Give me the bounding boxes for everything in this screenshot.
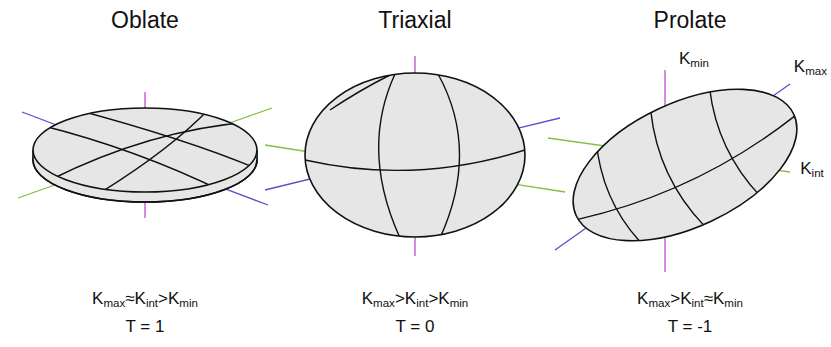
axis-label: Kmax: [794, 58, 827, 78]
shape-parameter: T = -1: [668, 318, 713, 337]
shape-parameter: T = 0: [396, 318, 435, 337]
relation-formula: Kmax>Kint≈Kmin: [637, 290, 743, 310]
oblate-ellipsoid: [33, 108, 260, 202]
shape-title: Oblate: [111, 8, 179, 33]
relation-formula: Kmax≈Kint>Kmin: [92, 290, 198, 310]
axis-label: Kmin: [679, 50, 709, 70]
shape-title: Triaxial: [378, 8, 451, 33]
triaxial-ellipsoid: [305, 73, 525, 238]
triaxial-axes: [265, 56, 565, 256]
relation-formula: Kmax>Kint>Kmin: [362, 290, 469, 310]
oblate-axes: [18, 92, 272, 218]
prolate-ellipsoid: [549, 56, 821, 273]
axis-label: Kint: [800, 160, 824, 180]
shape-title: Prolate: [654, 8, 727, 33]
shape-parameter: T = 1: [126, 318, 165, 337]
